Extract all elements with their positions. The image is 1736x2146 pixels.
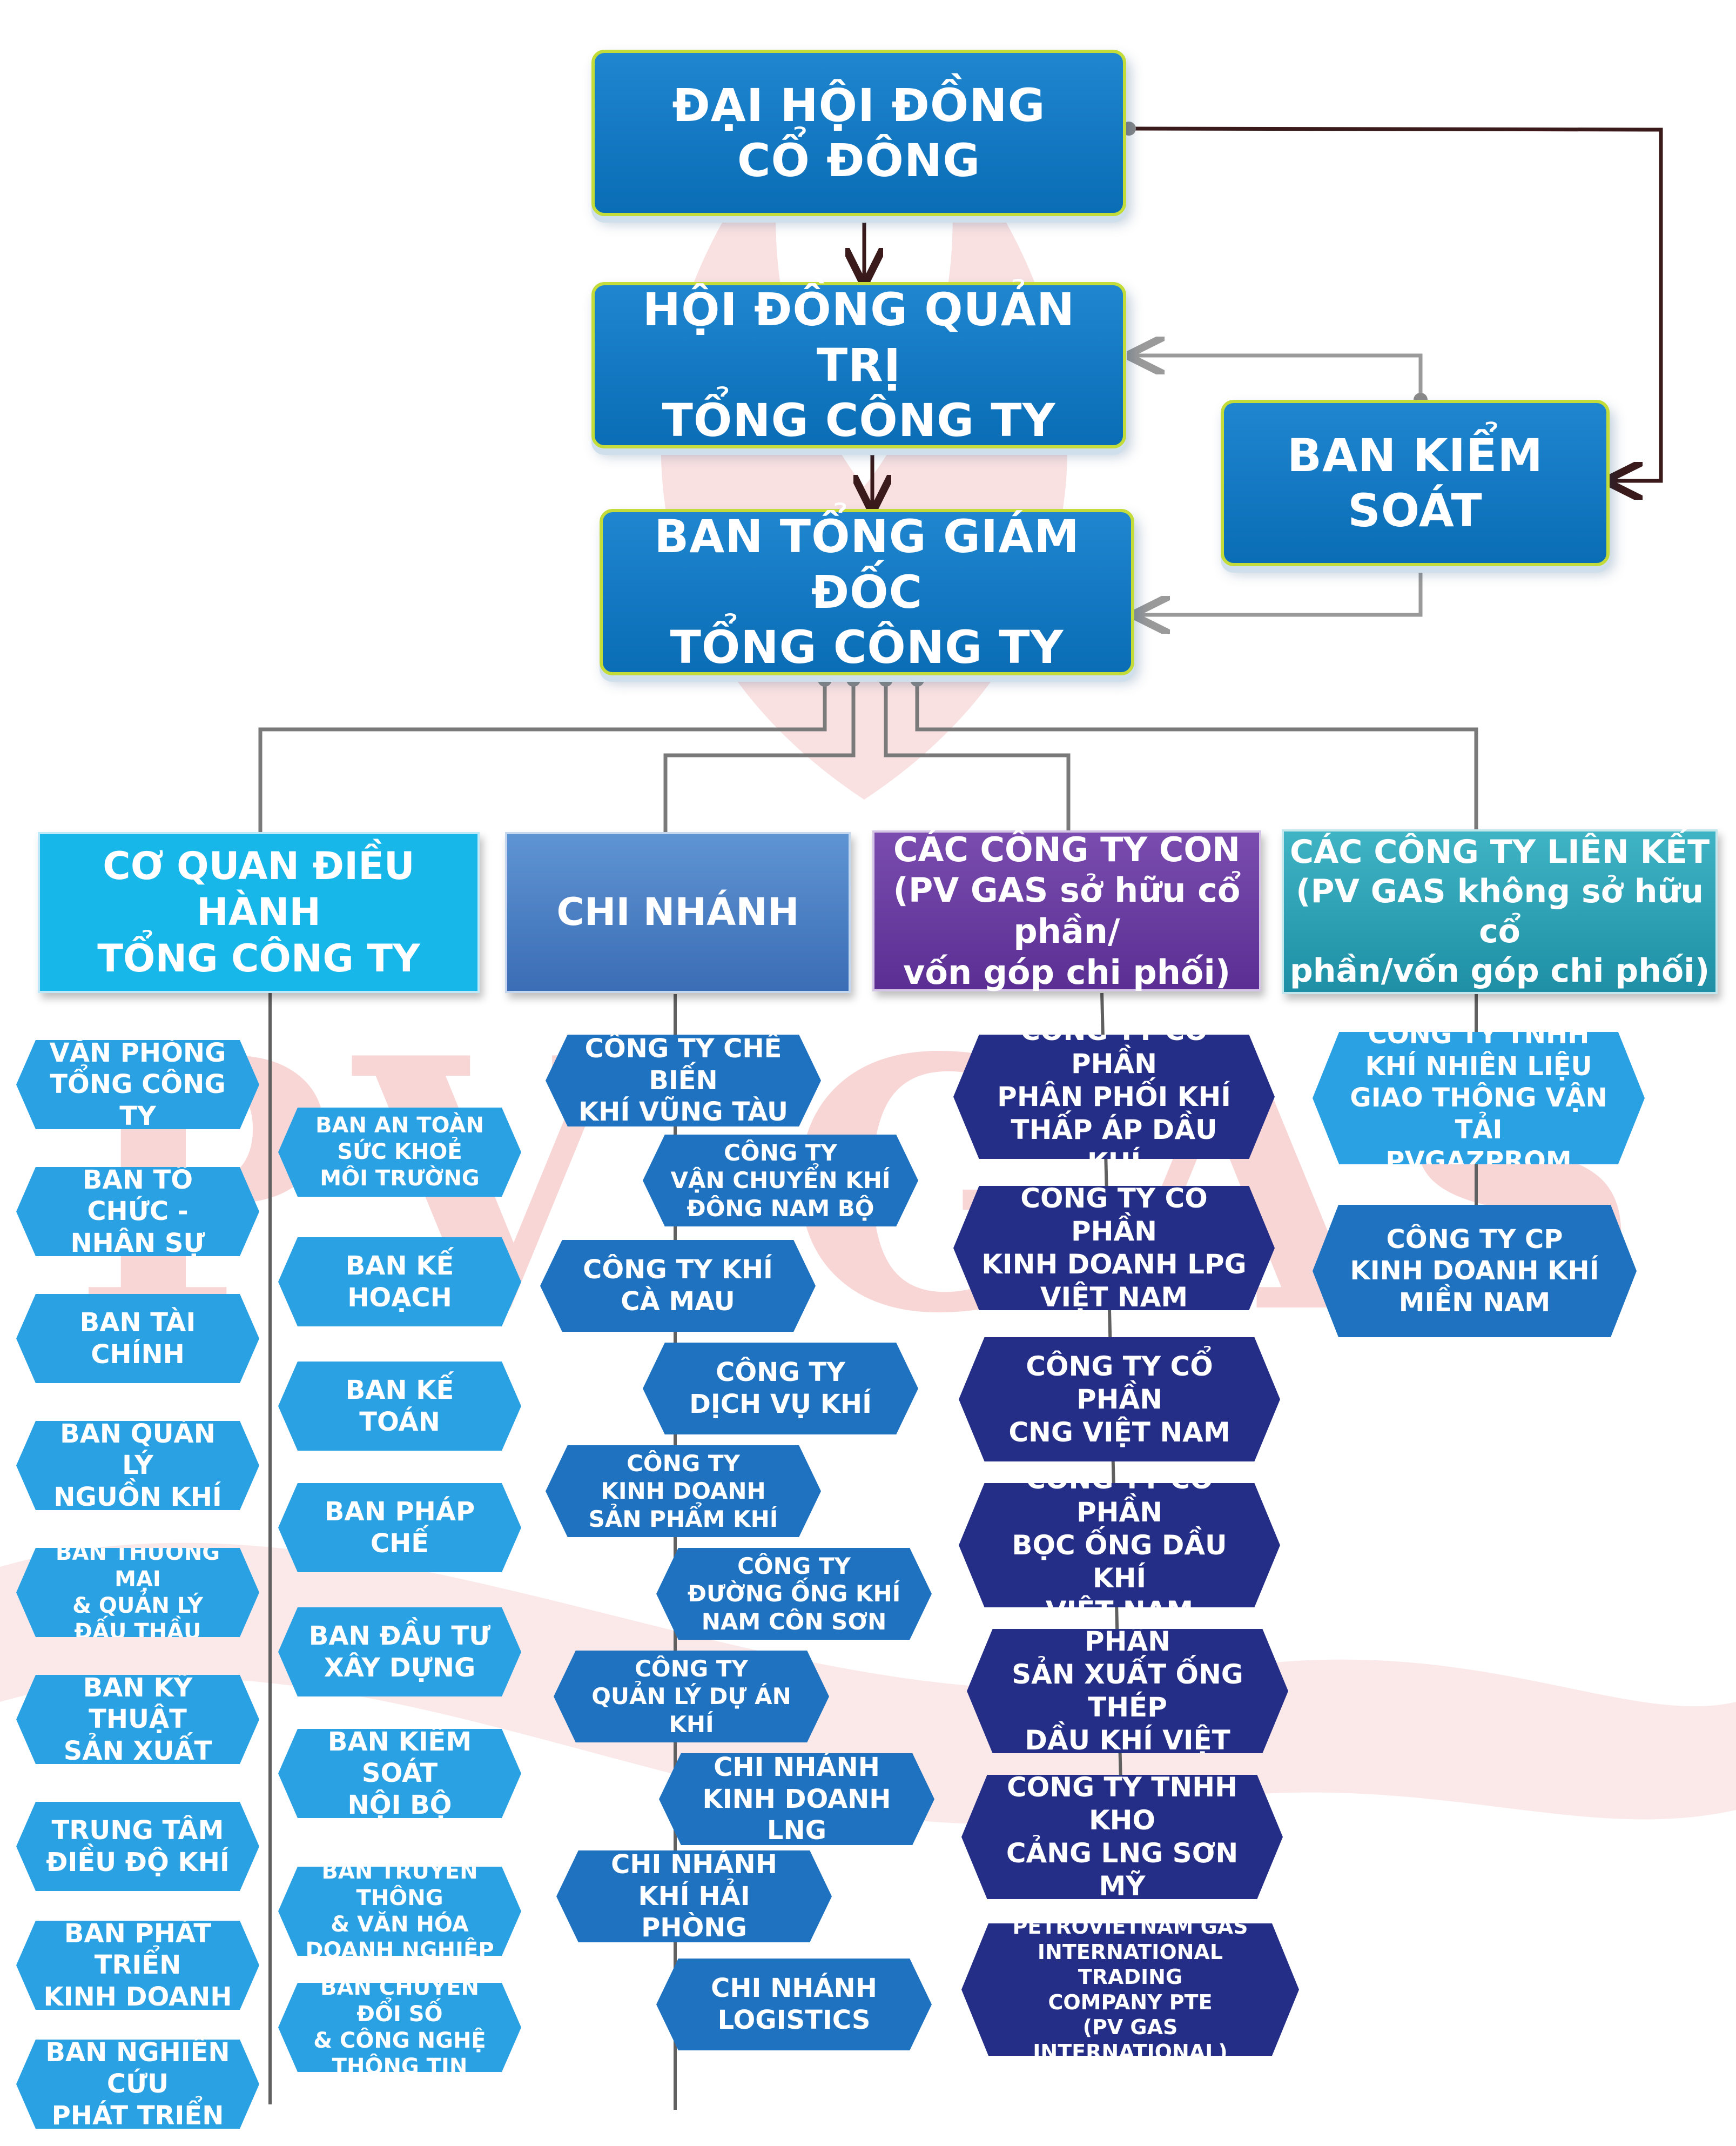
header-operations: CƠ QUAN ĐIỀU HÀNH TỔNG CÔNG TY <box>38 832 480 993</box>
subsidiary-item-pv-gas-international: PETROVIETNAM GAS INTERNATIONAL TRADING C… <box>961 1923 1299 2056</box>
subsidiary-item-cng: CÔNG TY CỔ PHẦN CNG VIỆT NAM <box>959 1337 1280 1461</box>
subsidiary-item-pipe-coating: CÔNG TY CỔ PHẦN BỌC ỐNG DẦU KHÍ VIỆT NAM <box>959 1483 1280 1607</box>
branch-item-ca-mau: CÔNG TY KHÍ CÀ MAU <box>540 1240 816 1332</box>
branch-item-gas-service: CÔNG TY DỊCH VỤ KHÍ <box>643 1343 918 1434</box>
ops-item-dispatch: TRUNG TÂM ĐIỀU ĐỘ KHÍ <box>16 1802 259 1891</box>
ops-item-planning: BAN KẾ HOẠCH <box>278 1237 521 1326</box>
branch-item-project-mgmt: CÔNG TY QUẢN LÝ DỰ ÁN KHÍ <box>554 1651 829 1742</box>
branch-item-lng: CHI NHÁNH KINH DOANH LNG <box>659 1753 934 1845</box>
ops-item-commerce: BAN THƯƠNG MẠI & QUẢN LÝ ĐẤU THẦU <box>16 1548 259 1637</box>
subsidiary-item-steel-pipe: CÔNG TY CỔ PHẦN SẢN XUẤT ỐNG THÉP DẦU KH… <box>967 1629 1288 1753</box>
management-box: BAN TỔNG GIÁM ĐỐC TỔNG CÔNG TY <box>600 509 1134 675</box>
ops-item-hse: BAN AN TOÀN SỨC KHOẺ MÔI TRƯỜNG <box>278 1108 521 1197</box>
branch-item-logistics: CHI NHÁNH LOGISTICS <box>656 1959 932 2050</box>
ops-item-production: BAN KỸ THUẬT SẢN XUẤT <box>16 1675 259 1764</box>
shareholders-box: ĐẠI HỘI ĐỒNG CỔ ĐÔNG <box>591 50 1126 216</box>
header-subsidiaries: CÁC CÔNG TY CON (PV GAS sở hữu cổ phần/ … <box>872 830 1261 992</box>
ops-item-accounting: BAN KẾ TOÁN <box>278 1362 521 1451</box>
ops-item-gas-resource: BAN QUẢN LÝ NGUỒN KHÍ <box>16 1421 259 1510</box>
header-branches: CHI NHÁNH <box>505 832 851 993</box>
branch-item-hai-phong: CHI NHÁNH KHÍ HẢI PHÒNG <box>556 1850 832 1942</box>
ops-item-hr: BAN TỔ CHỨC - NHÂN SỰ <box>16 1167 259 1256</box>
board-box: HỘI ĐỒNG QUẢN TRỊ TỔNG CÔNG TY <box>591 282 1126 448</box>
branch-item-vung-tau: CÔNG TY CHẾ BIẾN KHÍ VŨNG TÀU <box>546 1035 821 1126</box>
ops-item-construction: BAN ĐẦU TƯ XÂY DỰNG <box>278 1607 521 1696</box>
subsidiary-item-lpg: CÔNG TY CỔ PHẦN KINH DOANH LPG VIỆT NAM <box>953 1186 1275 1310</box>
header-associates: CÁC CÔNG TY LIÊN KẾT (PV GAS không sở hữ… <box>1282 829 1718 994</box>
ops-item-office: VĂN PHÒNG TỔNG CÔNG TY <box>16 1040 259 1129</box>
ops-item-business-dev: BAN PHÁT TRIỂN KINH DOANH <box>16 1921 259 2010</box>
associate-item-southern-gas: CÔNG TY CP KINH DOANH KHÍ MIỀN NAM <box>1313 1205 1637 1337</box>
supervisory-box: BAN KIỂM SOÁT <box>1221 400 1610 566</box>
branch-item-nam-con-son: CÔNG TY ĐƯỜNG ỐNG KHÍ NAM CÔN SƠN <box>656 1548 932 1640</box>
subsidiary-item-son-my-lng: CÔNG TY TNHH KHO CẢNG LNG SƠN MỸ <box>961 1775 1283 1899</box>
ops-item-research: BAN NGHIÊN CỨU PHÁT TRIỂN <box>16 2040 259 2129</box>
ops-item-finance: BAN TÀI CHÍNH <box>16 1294 259 1383</box>
ops-item-communication: BAN TRUYỀN THÔNG & VĂN HÓA DOANH NGHIỆP <box>278 1867 521 1956</box>
associate-item-pvgazprom: CÔNG TY TNHH KHÍ NHIÊN LIỆU GIAO THÔNG V… <box>1313 1032 1645 1164</box>
branch-item-gas-products: CÔNG TY KINH DOANH SẢN PHẨM KHÍ <box>546 1445 821 1537</box>
subsidiary-item-low-pressure: CÔNG TY CỔ PHẦN PHÂN PHỐI KHÍ THẤP ÁP DẦ… <box>953 1035 1275 1159</box>
ops-item-legal: BAN PHÁP CHẾ <box>278 1483 521 1572</box>
flame-logo-watermark <box>661 135 1068 800</box>
ops-item-digital: BAN CHUYỂN ĐỔI SỐ & CÔNG NGHỆ THÔNG TIN <box>278 1983 521 2072</box>
branch-item-southeast: CÔNG TY VẬN CHUYỂN KHÍ ĐÔNG NAM BỘ <box>643 1135 918 1226</box>
ops-item-internal-audit: BAN KIỂM SOÁT NỘI BỘ <box>278 1729 521 1818</box>
